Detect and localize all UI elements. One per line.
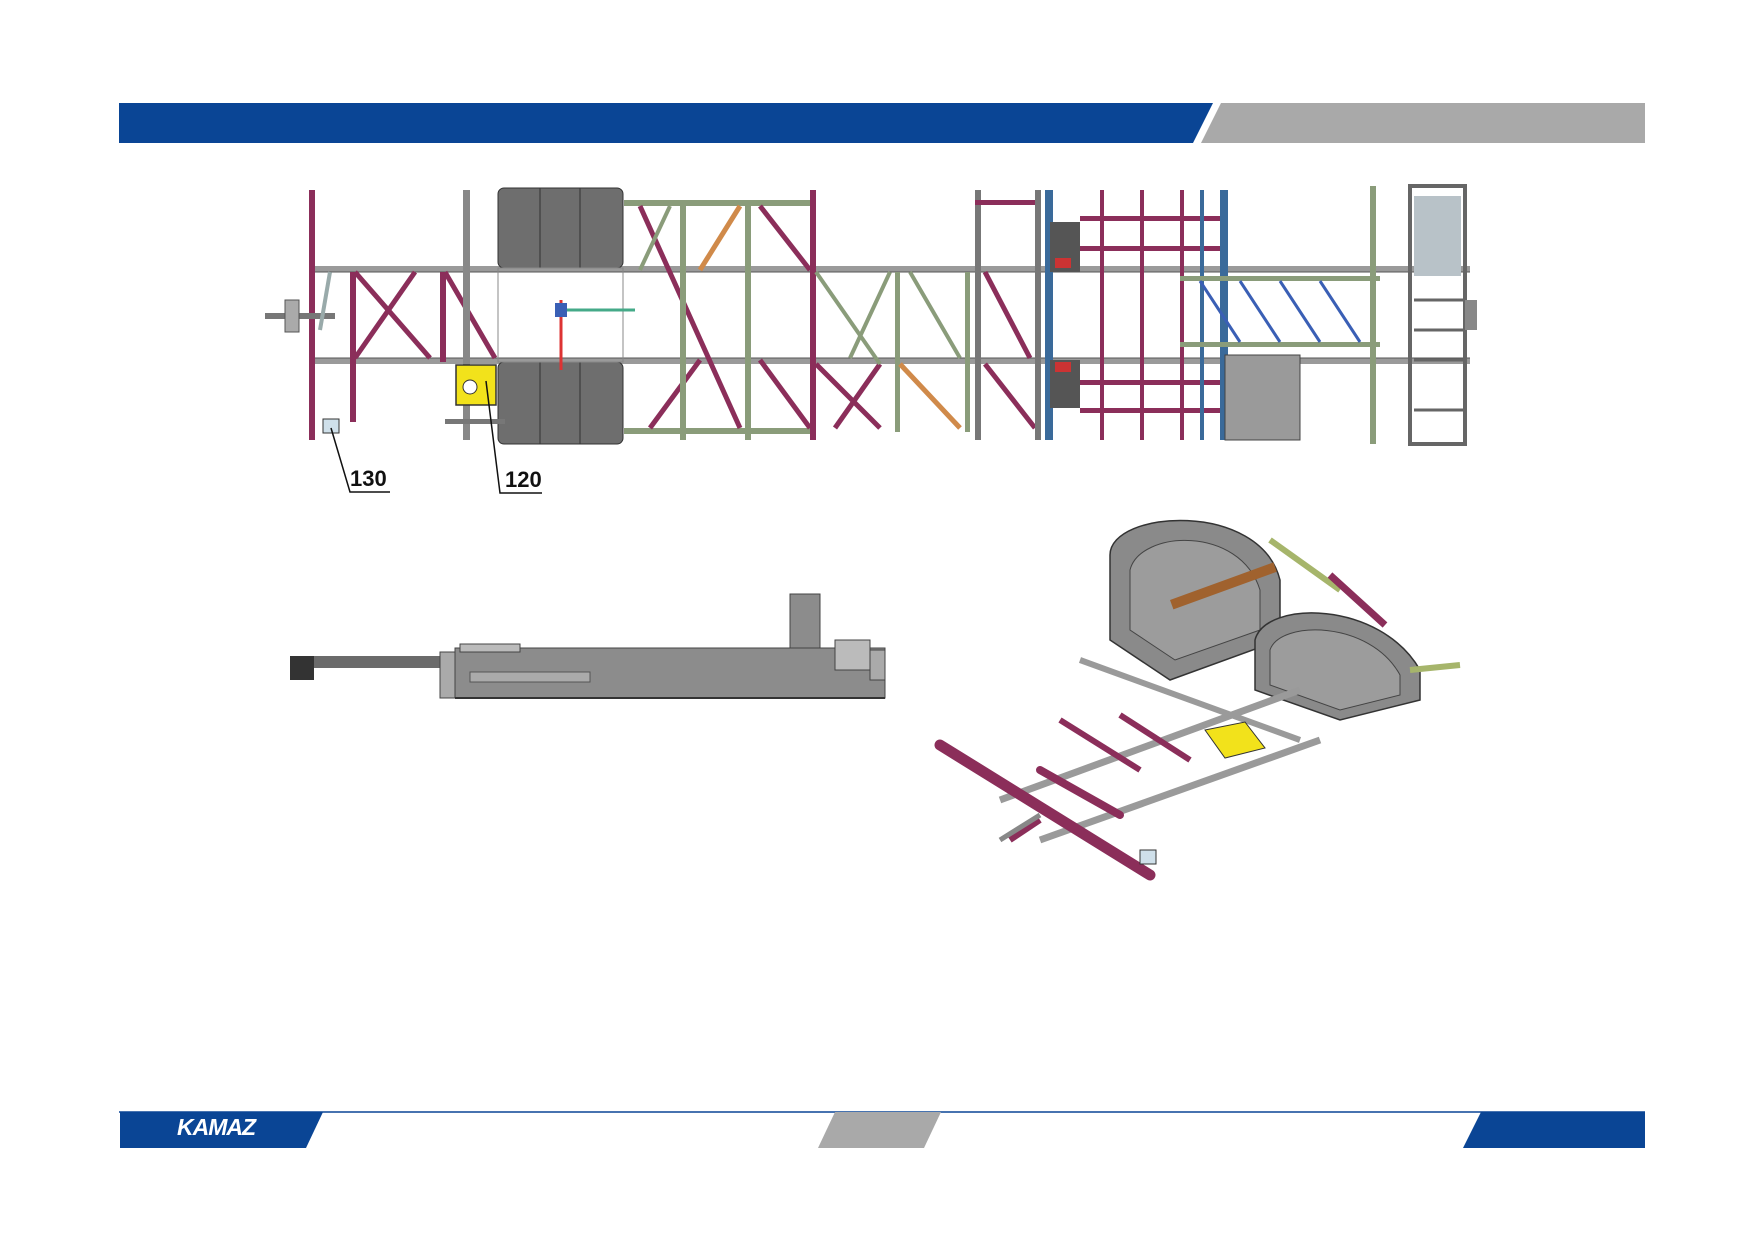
kamaz-logo: KAMAZ bbox=[177, 1114, 256, 1140]
footer-band bbox=[119, 1111, 1645, 1148]
chassis-top-view-drawing bbox=[265, 184, 1477, 494]
footer-grey-center-tab bbox=[818, 1112, 941, 1148]
footer-blue-right-tab bbox=[1463, 1112, 1645, 1148]
header-blue-stripe bbox=[119, 103, 1213, 143]
footer-blue-logo-tab bbox=[120, 1112, 323, 1148]
header-band bbox=[119, 103, 1645, 143]
callout-130: 130 bbox=[350, 466, 387, 491]
part-130 bbox=[322, 418, 340, 434]
chassis-isometric-view-drawing bbox=[934, 519, 1461, 881]
header-grey-stripe bbox=[1201, 103, 1645, 143]
leader-line-130 bbox=[330, 427, 390, 493]
chassis-side-view-drawing bbox=[290, 593, 886, 699]
leader-line-120 bbox=[485, 380, 542, 494]
callout-120: 120 bbox=[505, 467, 542, 492]
